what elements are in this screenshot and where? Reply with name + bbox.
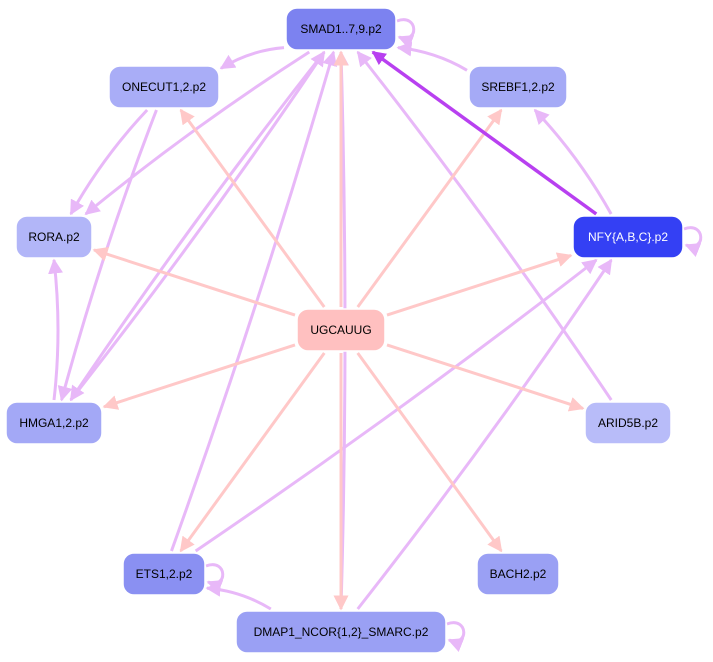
edge-srebf-to-smad — [396, 41, 468, 72]
edge-dmap-to-nfy — [356, 258, 613, 610]
node-arid5b[interactable]: ARID5B.p2 — [584, 401, 672, 445]
node-dmap-box — [235, 610, 447, 654]
node-rora-label: RORA.p2 — [28, 230, 80, 244]
node-rora[interactable]: RORA.p2 — [15, 215, 93, 259]
edge-smad-to-smad — [396, 18, 416, 49]
node-ugcauug-box — [296, 308, 386, 352]
node-srebf-box — [468, 65, 568, 109]
node-smad-label: SMAD1..7,9.p2 — [300, 22, 382, 36]
node-rora-box — [15, 215, 93, 259]
node-onecut[interactable]: ONECUT1,2.p2 — [108, 65, 220, 109]
edges-layer — [48, 18, 703, 652]
edge-nfy-to-smad — [371, 50, 598, 216]
edge-dmap-to-ets — [205, 581, 272, 611]
node-smad-box — [285, 7, 397, 51]
edge-ugcauug-to-arid5b — [386, 343, 585, 412]
node-bach2-label: BACH2.p2 — [490, 567, 547, 581]
edge-dmap-to-dmap — [446, 621, 466, 652]
edge-ets-to-ets — [205, 563, 225, 594]
edge-ugcauug-to-hmga — [102, 343, 296, 410]
edge-ugcauug-to-nfy — [386, 252, 573, 317]
edge-ugcauug-to-srebf — [356, 108, 503, 308]
node-bach2[interactable]: BACH2.p2 — [476, 552, 560, 596]
node-nfy-label: NFY{A,B,C}.p2 — [588, 230, 668, 244]
node-ets[interactable]: ETS1,2.p2 — [122, 552, 206, 596]
node-arid5b-box — [584, 401, 672, 445]
node-ugcauug[interactable]: UGCAUUG — [296, 308, 386, 352]
node-arid5b-label: ARID5B.p2 — [598, 416, 658, 430]
edge-nfy-to-nfy — [683, 226, 703, 257]
node-ets-box — [122, 552, 206, 596]
node-onecut-label: ONECUT1,2.p2 — [122, 80, 206, 94]
node-hmga-box — [5, 401, 103, 445]
node-hmga[interactable]: HMGA1,2.p2 — [5, 401, 103, 445]
edge-ugcauug-to-onecut — [179, 108, 326, 308]
edge-arid5b-to-smad — [356, 50, 613, 401]
edge-ugcauug-to-rora — [92, 246, 296, 317]
edge-hmga-to-rora — [48, 258, 63, 401]
edge-hmga-to-smad — [69, 50, 326, 401]
edge-ugcauug-to-bach2 — [356, 352, 503, 553]
node-ets-label: ETS1,2.p2 — [136, 567, 193, 581]
node-nfy-box — [572, 215, 684, 259]
node-onecut-box — [108, 65, 220, 109]
edge-smad-to-hmga — [69, 51, 326, 402]
edge-smad-to-onecut — [219, 46, 285, 70]
edge-ugcauug-to-ets — [179, 352, 326, 553]
node-dmap-label: DMAP1_NCOR{1,2}_SMARC.p2 — [254, 625, 429, 639]
edge-nfy-to-srebf — [533, 108, 613, 215]
node-srebf-label: SREBF1,2.p2 — [481, 80, 555, 94]
node-ugcauug-label: UGCAUUG — [310, 323, 371, 337]
node-smad[interactable]: SMAD1..7,9.p2 — [285, 7, 397, 51]
node-dmap[interactable]: DMAP1_NCOR{1,2}_SMARC.p2 — [235, 610, 447, 654]
node-hmga-label: HMGA1,2.p2 — [19, 416, 89, 430]
node-nfy[interactable]: NFY{A,B,C}.p2 — [572, 215, 684, 259]
edge-onecut-to-rora — [69, 108, 149, 216]
node-srebf[interactable]: SREBF1,2.p2 — [468, 65, 568, 109]
node-bach2-box — [476, 552, 560, 596]
